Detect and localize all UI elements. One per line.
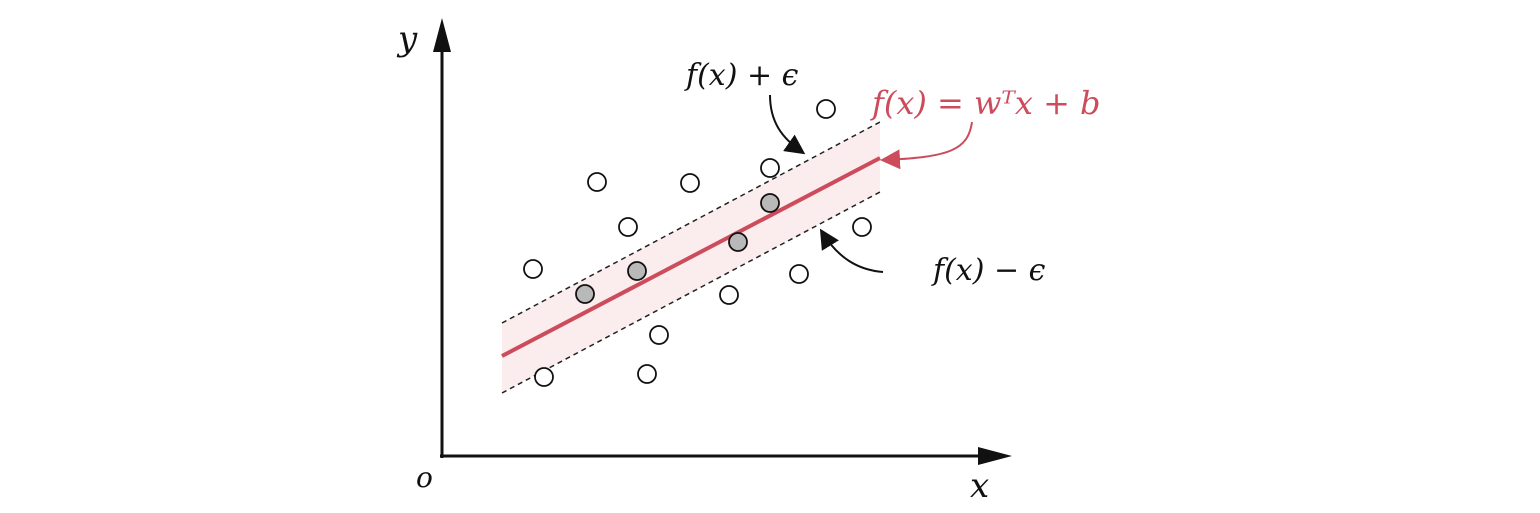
data-point [680,173,700,193]
regression-equation-label: f(x) = wᵀx + b [870,84,1101,122]
data-point [637,364,657,384]
data-points [523,99,872,387]
data-point [760,158,780,178]
data-point [523,259,543,279]
data-point-inside-band [575,284,595,304]
lower-label-arrow [819,228,884,273]
x-axis-arrowhead [978,447,1012,465]
lower-bound-label: f(x) − ϵ [931,253,1046,288]
y-axis-arrowhead [433,18,451,52]
data-point [789,264,809,284]
data-point-inside-band [760,193,780,213]
upper-bound-label: f(x) + ϵ [684,58,799,93]
main-label-arrow [880,121,973,170]
data-point [649,325,669,345]
data-point [618,217,638,237]
upper-label-arrow [769,94,806,155]
data-point [852,217,872,237]
data-point-inside-band [728,232,748,252]
regression-line [501,156,881,358]
data-point [534,367,554,387]
y-axis-label: y [396,19,418,59]
origin-label: o [416,461,433,494]
data-point [587,172,607,192]
data-point [719,285,739,305]
data-point [816,99,836,119]
data-point-inside-band [627,261,647,281]
x-axis-label: x [970,466,989,506]
